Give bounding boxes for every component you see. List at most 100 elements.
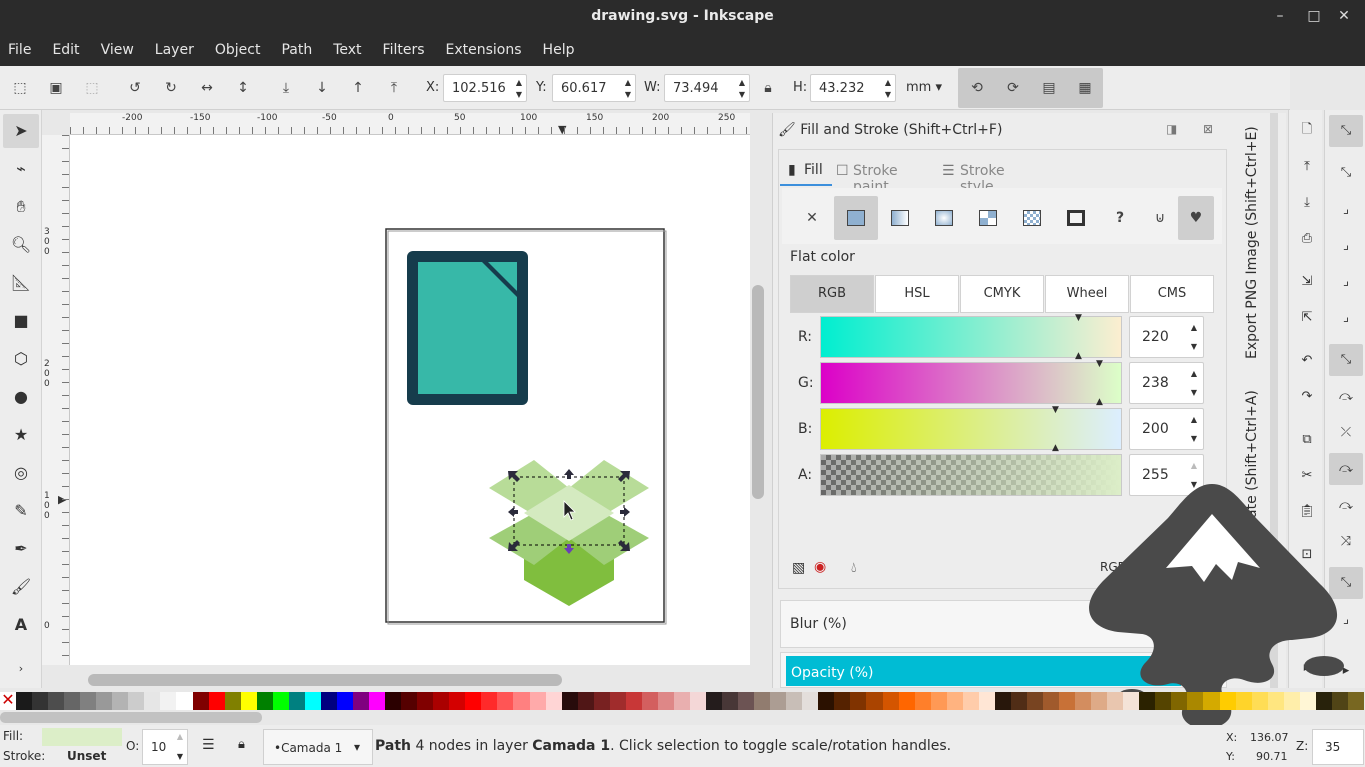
palette-swatch[interactable] [176,692,193,710]
palette-swatch[interactable] [192,692,209,710]
deselect-icon[interactable]: ⬚ [85,80,99,96]
palette-swatch[interactable] [706,692,723,710]
tab-fill[interactable]: ▮ Fill [780,156,832,186]
palette-swatch[interactable] [1155,692,1172,710]
new-document-icon[interactable]: 🗋 [1301,122,1313,137]
palette-swatch[interactable] [1091,692,1108,710]
palette-swatch[interactable] [786,692,803,710]
palette-swatch[interactable] [288,692,305,710]
snap-cusp-nodes-icon[interactable]: ⤼ [1329,453,1363,485]
palette-swatch[interactable] [577,692,594,710]
palette-swatch[interactable] [208,692,225,710]
palette-swatch[interactable] [994,692,1011,710]
rotate-cw-icon[interactable]: ↻ [165,80,177,96]
palette-swatch[interactable] [449,692,466,710]
node-tool-icon[interactable]: ⌁ [16,159,26,178]
h-up-icon[interactable]: ▲ [884,78,891,87]
palette-swatch[interactable] [16,692,33,710]
save-icon[interactable]: ⤓ [1304,195,1310,210]
snap-intersections-icon[interactable]: ⤫ [1340,425,1352,440]
menu-text[interactable]: Text [333,42,362,58]
palette-swatch[interactable] [1187,692,1204,710]
w-down-icon[interactable]: ▼ [738,90,745,99]
palette-swatch[interactable] [32,692,49,710]
color-mode-cms[interactable]: CMS [1130,275,1214,313]
palette-swatch[interactable] [320,692,337,710]
w-up-icon[interactable]: ▲ [738,78,745,87]
palette-swatch[interactable] [1235,692,1252,710]
palette-swatch[interactable] [352,692,370,710]
dock-iconify-icon[interactable]: ◨ [1166,122,1178,136]
menu-extensions[interactable]: Extensions [445,42,522,58]
palette-swatch[interactable] [609,692,626,710]
green-box-shape[interactable] [489,460,649,606]
palette-swatch[interactable] [802,692,819,710]
unit-select[interactable]: mm ▾ [906,80,942,95]
pen-tool-icon[interactable]: ✒︎ [14,539,28,558]
a-input[interactable]: 255▲▼ [1129,454,1204,496]
scale-corners-icon[interactable]: ⟳ [1007,80,1019,96]
palette-swatch[interactable] [962,692,979,710]
stroke-indicator[interactable]: Unset [67,749,107,763]
palette-swatch[interactable] [1171,692,1188,710]
radial-gradient-icon[interactable] [926,200,962,236]
a-slider[interactable] [820,454,1122,496]
palette-swatch[interactable] [834,692,851,710]
export-icon[interactable]: ⇱ [1301,310,1313,325]
menu-layer[interactable]: Layer [154,42,194,58]
palette-swatch[interactable] [818,692,835,710]
color-managed-icon[interactable]: ▧ [792,560,806,576]
palette-swatch[interactable] [866,692,883,710]
3d-box-tool-icon[interactable]: ⬡ [14,349,28,368]
rotate-ccw-icon[interactable]: ↺ [129,80,141,96]
import-icon[interactable]: ⇲ [1301,274,1313,289]
layers-icon[interactable]: ☰ [202,737,215,753]
palette-swatch[interactable] [64,692,81,710]
palette-swatch[interactable] [401,692,418,710]
palette-swatch[interactable] [754,692,771,710]
no-paint-icon[interactable]: ✕ [806,210,818,226]
palette-swatch[interactable] [304,692,321,710]
palette-swatch[interactable] [1267,692,1284,710]
fill-rule-nonzero-icon[interactable]: ♥ [1178,196,1214,240]
flip-vertical-icon[interactable]: ↕ [237,80,249,96]
palette-swatch[interactable] [673,692,690,710]
y-down-icon[interactable]: ▼ [624,90,631,99]
opacity-up-icon[interactable]: ▲ [176,732,183,741]
palette-swatch[interactable] [641,692,658,710]
palette-swatch[interactable] [1283,692,1300,710]
snap-page-border-icon[interactable]: ⌟ [1342,612,1350,627]
text-tool-icon[interactable]: A [14,615,28,634]
x-down-icon[interactable]: ▼ [515,90,522,99]
menu-view[interactable]: View [100,42,134,58]
palette-swatch[interactable] [738,692,755,710]
cut-icon[interactable]: ✂ [1301,468,1313,483]
snap-nodes-icon[interactable]: ⤡ [1329,344,1363,376]
h-input[interactable]: 43.232 ▲▼ [810,74,896,102]
flat-color-icon[interactable] [834,196,878,240]
palette-swatch[interactable] [1299,692,1316,710]
a-down-icon[interactable]: ▼ [1190,480,1197,489]
r-down-icon[interactable]: ▼ [1190,342,1197,351]
palette-swatch[interactable] [1026,692,1043,710]
undo-icon[interactable]: ↶ [1301,353,1313,368]
palette-swatch[interactable] [336,692,353,710]
snap-others-icon[interactable]: ⤡ [1329,567,1363,599]
snap-bbox-corners-icon[interactable]: ⌟ [1342,238,1350,253]
r-up-icon[interactable]: ▲ [1190,323,1197,332]
tab-stroke-paint[interactable]: ☐ Stroke paint [836,156,936,195]
move-pattern-icon[interactable]: ▦ [1078,80,1092,96]
palette-swatch[interactable] [369,692,386,710]
palette-swatch[interactable] [946,692,963,710]
lock-icon[interactable]: 🔒︎ [764,80,772,96]
menu-object[interactable]: Object [214,42,261,58]
b-down-icon[interactable]: ▼ [1190,434,1197,443]
palette-swatch[interactable] [850,692,867,710]
ellipse-tool-icon[interactable]: ● [14,387,28,406]
r-slider[interactable]: ▼ ▲ [820,313,1122,361]
palette-swatch[interactable] [561,692,578,710]
opacity-status-input[interactable]: 10 ▲ ▼ [142,729,188,765]
palette-swatch[interactable] [689,692,707,710]
raise-to-top-icon[interactable]: ⤒ [390,80,398,96]
y-up-icon[interactable]: ▲ [624,78,631,87]
